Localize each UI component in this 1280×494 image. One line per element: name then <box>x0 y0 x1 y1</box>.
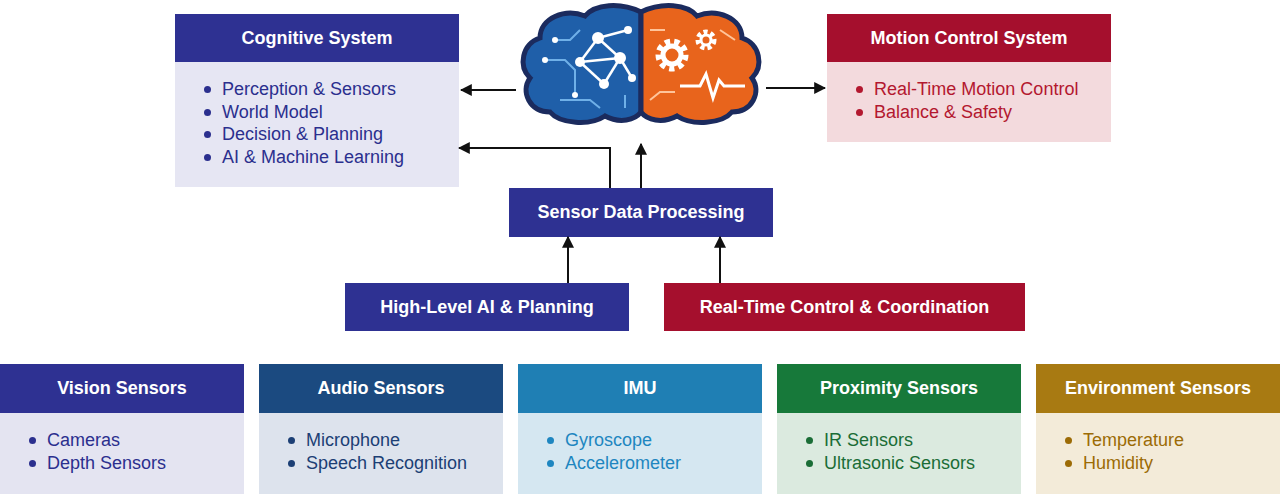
bullet-item: Humidity <box>1036 452 1280 475</box>
bullet-text: Gyroscope <box>565 429 652 452</box>
bullet-dot <box>288 460 295 467</box>
bullet-dot <box>204 154 211 161</box>
bullet-item: Speech Recognition <box>259 452 503 475</box>
bullet-dot <box>204 131 211 138</box>
bullet-item: AI & Machine Learning <box>175 146 459 169</box>
titled-panel: Motion Control SystemReal-Time Motion Co… <box>827 14 1111 142</box>
panel-body: Real-Time Motion ControlBalance & Safety <box>827 62 1111 123</box>
bullet-item: World Model <box>175 101 459 124</box>
titled-panel: Environment SensorsTemperatureHumidity <box>1036 364 1280 494</box>
bullet-text: Depth Sensors <box>47 452 166 475</box>
bullet-item: Accelerometer <box>518 452 762 475</box>
bullet-text: Microphone <box>306 429 400 452</box>
panel-heading: Motion Control System <box>827 14 1111 62</box>
bullet-dot <box>547 460 554 467</box>
brain-left-half <box>523 6 641 123</box>
brain-right-half <box>641 6 759 123</box>
bullet-item: Decision & Planning <box>175 123 459 146</box>
bullet-item: Depth Sensors <box>0 452 244 475</box>
bullet-text: Cameras <box>47 429 120 452</box>
bullet-text: Humidity <box>1083 452 1153 475</box>
bullet-text: Balance & Safety <box>874 101 1012 124</box>
panel-heading: Cognitive System <box>175 14 459 62</box>
bullet-text: Real-Time Motion Control <box>874 78 1078 101</box>
bullet-item: Microphone <box>259 429 503 452</box>
flow-arrow <box>719 237 721 283</box>
panel-body: GyroscopeAccelerometer <box>518 413 762 474</box>
bullet-text: Decision & Planning <box>222 123 383 146</box>
panel-heading: Audio Sensors <box>259 364 503 413</box>
process-box: High-Level AI & Planning <box>345 283 629 331</box>
process-box: Sensor Data Processing <box>509 188 773 237</box>
titled-panel: IMUGyroscopeAccelerometer <box>518 364 762 494</box>
bullet-dot <box>204 86 211 93</box>
bullet-dot <box>204 109 211 116</box>
bullet-text: Speech Recognition <box>306 452 467 475</box>
bullet-dot <box>547 437 554 444</box>
bullet-item: Temperature <box>1036 429 1280 452</box>
panel-body: MicrophoneSpeech Recognition <box>259 413 503 474</box>
bullet-text: Temperature <box>1083 429 1184 452</box>
panel-heading: Environment Sensors <box>1036 364 1280 413</box>
bullet-text: AI & Machine Learning <box>222 146 404 169</box>
bullet-item: Ultrasonic Sensors <box>777 452 1021 475</box>
titled-panel: Proximity SensorsIR SensorsUltrasonic Se… <box>777 364 1021 494</box>
bullet-text: Perception & Sensors <box>222 78 396 101</box>
brain-arrows <box>461 88 825 188</box>
panel-body: CamerasDepth Sensors <box>0 413 244 474</box>
bullet-dot <box>1065 460 1072 467</box>
bullet-text: Accelerometer <box>565 452 681 475</box>
bullet-dot <box>29 460 36 467</box>
bullet-item: Real-Time Motion Control <box>827 78 1111 101</box>
bullet-dot <box>856 109 863 116</box>
panel-heading: Vision Sensors <box>0 364 244 413</box>
bullet-text: World Model <box>222 101 323 124</box>
box-label: Real-Time Control & Coordination <box>664 283 1025 331</box>
bullet-dot <box>806 460 813 467</box>
flow-arrow <box>459 148 610 188</box>
titled-panel: Audio SensorsMicrophoneSpeech Recognitio… <box>259 364 503 494</box>
panel-body: IR SensorsUltrasonic Sensors <box>777 413 1021 474</box>
bullet-item: IR Sensors <box>777 429 1021 452</box>
box-label: High-Level AI & Planning <box>345 283 629 331</box>
bullet-dot <box>1065 437 1072 444</box>
bullet-item: Perception & Sensors <box>175 78 459 101</box>
bullet-text: Ultrasonic Sensors <box>824 452 975 475</box>
bullet-item: Gyroscope <box>518 429 762 452</box>
bullet-text: IR Sensors <box>824 429 913 452</box>
panel-heading: Proximity Sensors <box>777 364 1021 413</box>
panel-heading: IMU <box>518 364 762 413</box>
bullet-dot <box>29 437 36 444</box>
bullet-item: Cameras <box>0 429 244 452</box>
bullet-dot <box>288 437 295 444</box>
panel-body: TemperatureHumidity <box>1036 413 1280 474</box>
flow-arrow <box>567 237 569 283</box>
panel-body: Perception & SensorsWorld ModelDecision … <box>175 62 459 169</box>
titled-panel: Cognitive SystemPerception & SensorsWorl… <box>175 14 459 187</box>
bullet-dot <box>856 86 863 93</box>
bullet-dot <box>806 437 813 444</box>
process-box: Real-Time Control & Coordination <box>664 283 1025 331</box>
titled-panel: Vision SensorsCamerasDepth Sensors <box>0 364 244 494</box>
bullet-item: Balance & Safety <box>827 101 1111 124</box>
box-label: Sensor Data Processing <box>509 188 773 237</box>
